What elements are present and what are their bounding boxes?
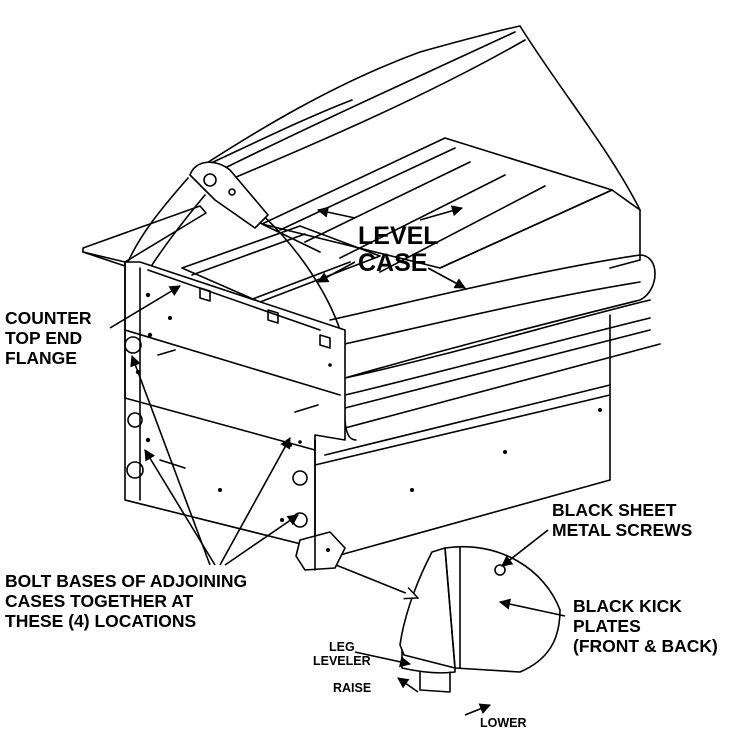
counter-top-end-flange-label: COUNTER TOP END FLANGE <box>5 308 92 368</box>
leader-lines <box>109 285 566 716</box>
leg-leveler-line-2: LEVELER <box>313 654 371 669</box>
side-counter-top <box>82 205 207 267</box>
level-case-arrows <box>316 205 466 289</box>
counter-top-end-flange-line-1: COUNTER <box>5 308 92 328</box>
level-case-line-2: CASE <box>358 249 428 277</box>
counter-top-end-flange-line-3: FLANGE <box>5 347 77 368</box>
black-sheet-metal-screws-line-1: BLACK SHEET <box>552 500 677 520</box>
lower-label: LOWER <box>480 716 527 730</box>
black-kick-plates-line-3: (FRONT & BACK) <box>573 635 718 656</box>
fastener-dots <box>135 292 602 552</box>
black-sheet-metal-screws-label: BLACK SHEET METAL SCREWS <box>552 500 693 541</box>
level-case-line-1: LEVEL <box>358 222 439 250</box>
raise-label: RAISE <box>333 681 372 695</box>
black-sheet-metal-screws-line-2: METAL SCREWS <box>552 519 693 540</box>
counter-top-end-flange-line-2: TOP END <box>5 327 83 348</box>
kick-plate-detail <box>399 546 561 693</box>
bolt-bases-line-3: THESE (4) LOCATIONS <box>5 610 197 631</box>
black-kick-plates-line-1: BLACK KICK <box>573 596 682 616</box>
case-well <box>181 137 641 303</box>
front-rail <box>329 254 661 429</box>
black-kick-plates-line-2: PLATES <box>573 615 641 636</box>
display-canopy <box>127 25 641 441</box>
end-panel <box>124 261 346 451</box>
leg-leveler-line-1: LEG <box>328 640 355 654</box>
level-case-label: LEVEL CASE <box>358 223 439 277</box>
bolt-bases-line-2: CASES TOGETHER AT <box>5 590 194 611</box>
black-kick-plates-label: BLACK KICK PLATES (FRONT & BACK) <box>573 596 718 656</box>
corner-foot <box>295 531 346 571</box>
bolt-bases-label: BOLT BASES OF ADJOINING CASES TOGETHER A… <box>5 571 248 631</box>
bolt-bases-line-1: BOLT BASES OF ADJOINING <box>5 571 248 591</box>
leg-leveler-label: LEG LEVELER <box>313 640 371 668</box>
